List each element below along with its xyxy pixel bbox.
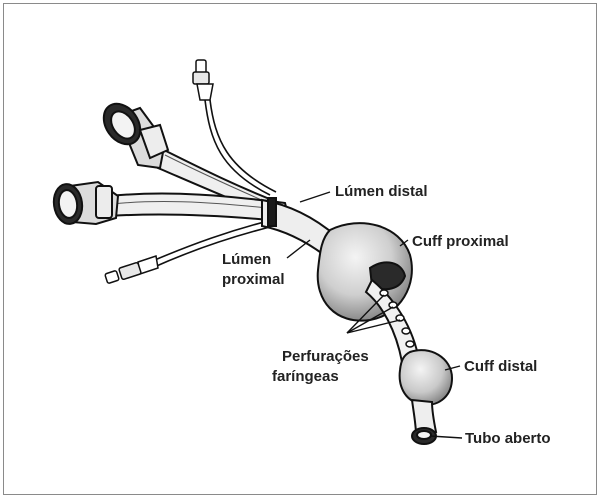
tip-tube — [412, 400, 436, 444]
label-lumen-proximal-line2: proximal — [222, 271, 285, 288]
cuff-distal-shape — [400, 350, 452, 405]
label-perfuracoes-line2: faríngeas — [272, 368, 339, 385]
label-lumen-distal: Lúmen distal — [335, 183, 428, 200]
label-perfuracoes-line1: Perfurações — [282, 348, 369, 365]
pilot-valve-bottom — [105, 256, 158, 284]
label-tubo-aberto: Tubo aberto — [465, 430, 551, 447]
pilot-valve-top — [193, 60, 213, 100]
label-cuff-distal: Cuff distal — [464, 358, 537, 375]
upper-connector — [96, 97, 168, 168]
lower-connector — [51, 182, 118, 226]
label-lumen-proximal-line1: Lúmen — [222, 251, 271, 268]
label-cuff-proximal: Cuff proximal — [412, 233, 509, 250]
cuff-proximal-shape — [318, 223, 412, 321]
